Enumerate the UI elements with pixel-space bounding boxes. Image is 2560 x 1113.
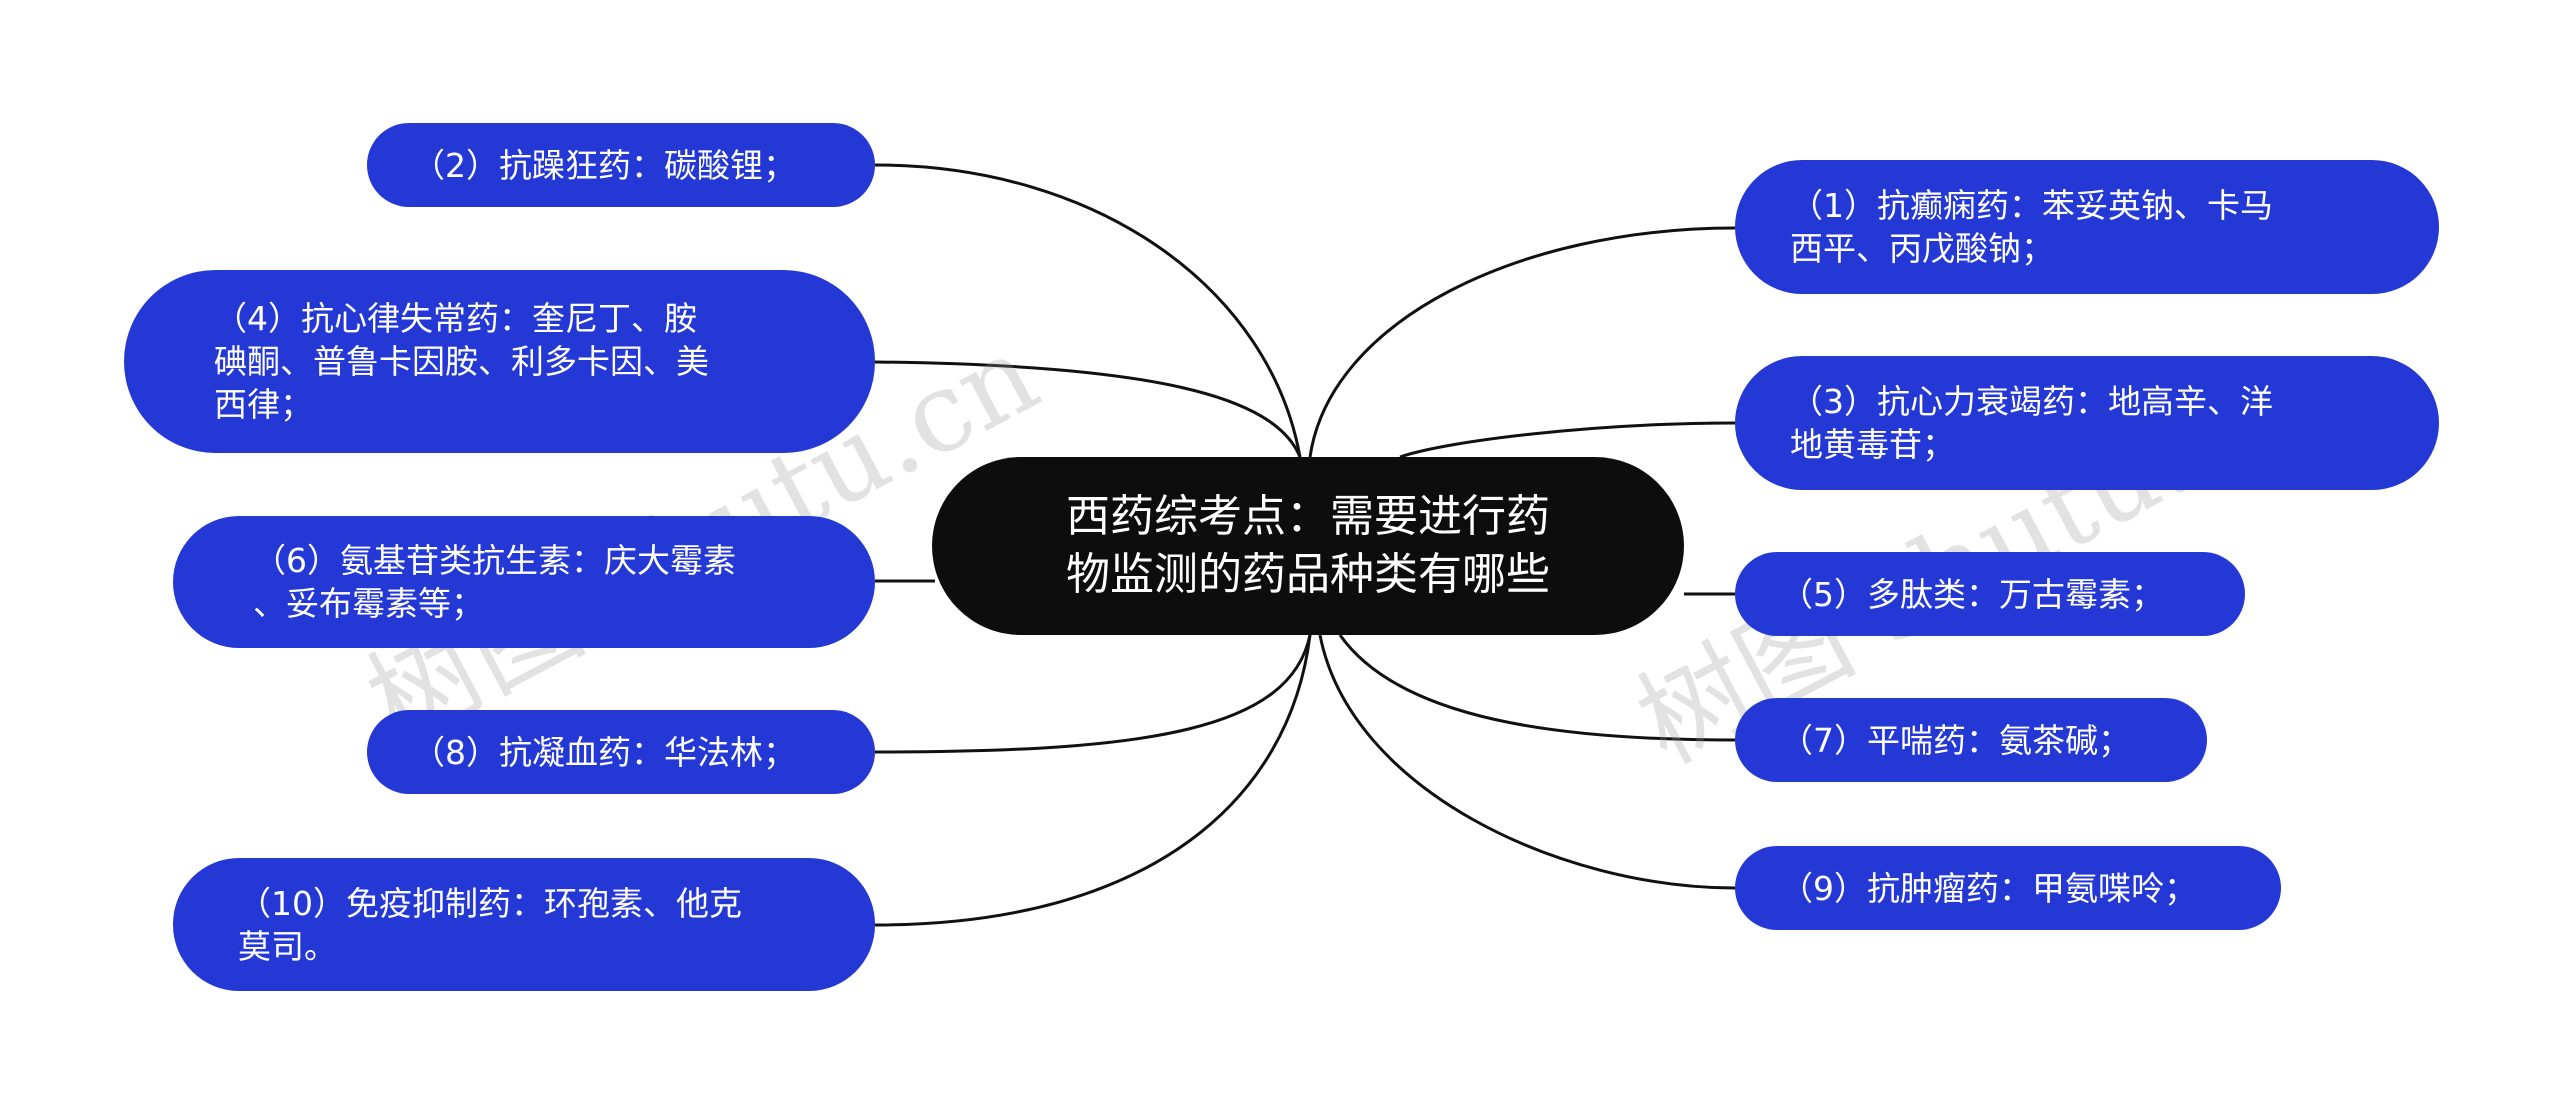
node-anti-mania[interactable]: （2）抗躁狂药：碳酸锂； xyxy=(367,123,875,207)
node-antiepileptic-line-1: （1）抗癫痫药：苯妥英钠、卡马 xyxy=(1790,186,2273,225)
node-antiarrhythmic-line-1: （4）抗心律失常药：奎尼丁、胺 xyxy=(214,299,697,338)
node-immunosuppressant-line-2: 莫司。 xyxy=(238,926,337,966)
node-aminoglycoside[interactable]: （6）氨基苷类抗生素：庆大霉素 、妥布霉素等； xyxy=(173,516,875,648)
node-polypeptide-text: （5）多肽类：万古霉素； xyxy=(1780,574,2164,614)
link-n3 xyxy=(1399,421,1736,459)
node-immunosuppressant-text: （10）免疫抑制药：环孢素、他克 莫司。 xyxy=(238,882,742,968)
central-topic-text: 西药综考点：需要进行药 物监测的药品种类有哪些 xyxy=(1066,488,1550,604)
node-anti-mania-text: （2）抗躁狂药：碳酸锂； xyxy=(412,145,796,185)
node-antiepileptic-text: （1）抗癫痫药：苯妥英钠、卡马 西平、丙戊酸钠； xyxy=(1790,184,2273,270)
node-antiasthmatic-text: （7）平喘药：氨茶碱； xyxy=(1780,720,2131,760)
node-antitumor-text: （9）抗肿瘤药：甲氨喋呤； xyxy=(1780,868,2197,908)
node-heart-failure-line-1: （3）抗心力衰竭药：地高辛、洋 xyxy=(1790,382,2273,421)
link-n1 xyxy=(1308,226,1736,458)
node-antitumor[interactable]: （9）抗肿瘤药：甲氨喋呤； xyxy=(1735,846,2281,930)
node-antiasthmatic[interactable]: （7）平喘药：氨茶碱； xyxy=(1735,698,2207,782)
node-aminoglycoside-line-1: （6）氨基苷类抗生素：庆大霉素 xyxy=(253,541,736,580)
node-aminoglycoside-line-2: 、妥布霉素等； xyxy=(253,584,484,623)
central-topic[interactable]: 西药综考点：需要进行药 物监测的药品种类有哪些 xyxy=(932,457,1684,635)
node-antiarrhythmic-text: （4）抗心律失常药：奎尼丁、胺 碘酮、普鲁卡因胺、利多卡因、美 西律； xyxy=(214,297,709,426)
node-antiepileptic[interactable]: （1）抗癫痫药：苯妥英钠、卡马 西平、丙戊酸钠； xyxy=(1735,160,2439,294)
node-heart-failure-text: （3）抗心力衰竭药：地高辛、洋 地黄毒苷； xyxy=(1790,380,2273,466)
node-anticoagulant[interactable]: （8）抗凝血药：华法林； xyxy=(367,710,875,794)
node-antiarrhythmic-line-3: 西律； xyxy=(214,385,313,424)
central-topic-line-2: 物监测的药品种类有哪些 xyxy=(1066,549,1550,600)
link-n7 xyxy=(1338,634,1736,742)
node-antiepileptic-line-2: 西平、丙戊酸钠； xyxy=(1790,229,2054,268)
node-antiarrhythmic-line-2: 碘酮、普鲁卡因胺、利多卡因、美 xyxy=(214,342,709,381)
link-n10 xyxy=(874,634,1312,927)
link-n2 xyxy=(874,163,1302,458)
link-n9 xyxy=(1318,634,1736,890)
node-heart-failure[interactable]: （3）抗心力衰竭药：地高辛、洋 地黄毒苷； xyxy=(1735,356,2439,490)
node-anticoagulant-text: （8）抗凝血药：华法林； xyxy=(412,732,796,772)
node-antiarrhythmic[interactable]: （4）抗心律失常药：奎尼丁、胺 碘酮、普鲁卡因胺、利多卡因、美 西律； xyxy=(124,270,875,453)
link-n8 xyxy=(874,634,1312,754)
node-aminoglycoside-text: （6）氨基苷类抗生素：庆大霉素 、妥布霉素等； xyxy=(253,539,736,625)
node-immunosuppressant[interactable]: （10）免疫抑制药：环孢素、他克 莫司。 xyxy=(173,858,875,991)
node-immunosuppressant-line-1: （10）免疫抑制药：环孢素、他克 xyxy=(238,883,742,923)
node-heart-failure-line-2: 地黄毒苷； xyxy=(1790,425,1955,464)
link-n4 xyxy=(874,360,1302,458)
node-polypeptide[interactable]: （5）多肽类：万古霉素； xyxy=(1735,552,2245,636)
central-topic-line-1: 西药综考点：需要进行药 xyxy=(1066,491,1550,542)
